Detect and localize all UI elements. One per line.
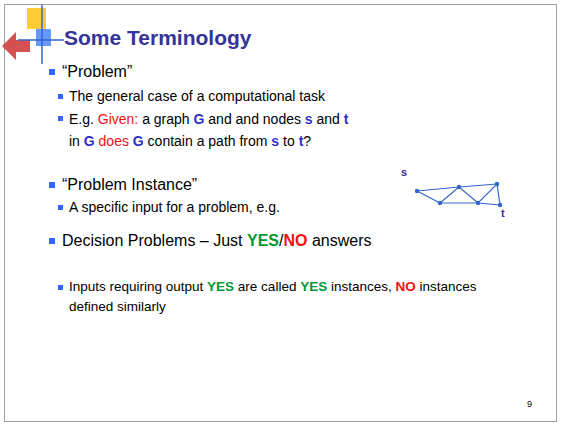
text-run: “Problem” — [62, 63, 132, 80]
text-run: s — [271, 133, 279, 149]
text-run: Given: — [98, 111, 138, 127]
bullet-text: “Problem Instance” — [62, 174, 362, 196]
deco-arrow — [2, 32, 30, 60]
text-run: are called — [234, 279, 300, 294]
graph-vertex — [415, 189, 419, 193]
graph-edge — [417, 184, 497, 191]
text-run: Decision Problems – Just — [62, 232, 247, 249]
text-run: t — [299, 133, 304, 149]
text-run: G — [84, 133, 95, 149]
text-run: 9 — [527, 399, 532, 409]
graph-edge — [440, 203, 500, 205]
text-run — [129, 133, 133, 149]
text-run: s — [305, 111, 313, 127]
graph-vertex — [495, 182, 499, 186]
text-run: instances, — [327, 279, 395, 294]
text-run: A specific input for a problem, e.g. — [69, 199, 280, 215]
graph-vertices — [415, 182, 502, 207]
bullet-marker — [58, 94, 63, 99]
text-run: does — [99, 133, 129, 149]
bullet-marker — [49, 69, 55, 75]
graph-vertex — [498, 203, 502, 207]
bullet-marker — [49, 182, 55, 188]
deco-line — [18, 39, 64, 41]
deco-square — [36, 29, 51, 46]
text-run: YES — [300, 279, 327, 294]
bullet-marker — [49, 238, 55, 244]
text-run: G — [133, 133, 144, 149]
text-run: in — [69, 133, 84, 149]
text-run: E.g. — [69, 111, 98, 127]
bullet-marker — [58, 116, 63, 121]
deco-square — [27, 8, 46, 29]
text-run: The general case of a computational task — [69, 88, 325, 104]
graph-vertex — [438, 201, 442, 205]
text-run: and and nodes — [204, 111, 304, 127]
graph-edge — [417, 184, 500, 205]
bullet-text: Inputs requiring output YES are called Y… — [69, 277, 497, 317]
text-run: “Problem Instance” — [62, 176, 197, 193]
text-run: ? — [303, 133, 311, 149]
text-run: YES — [207, 279, 234, 294]
bullet-text: Decision Problems – Just YES/NO answers — [62, 229, 504, 252]
slide-title: Some Terminology — [64, 25, 251, 51]
text-run: s — [401, 166, 407, 178]
text-run: answers — [307, 232, 371, 249]
text-run: a graph — [138, 111, 193, 127]
graph-illustration — [417, 184, 500, 205]
slide-frame — [5, 5, 557, 422]
text-run: contain a path from — [144, 133, 272, 149]
text-run: NO — [395, 279, 415, 294]
vertex-label: s — [401, 166, 407, 179]
text-run: to — [279, 133, 298, 149]
bullet-marker — [58, 285, 63, 290]
bullet-text: “Problem” — [62, 61, 362, 83]
bullet-marker — [58, 205, 63, 210]
text-run: YES — [247, 232, 279, 249]
text-run: / — [279, 232, 283, 249]
bullet-text: The general case of a computational task — [69, 86, 369, 107]
text-run — [95, 133, 99, 149]
text-run: Inputs requiring output — [69, 279, 207, 294]
bullet-text: E.g. Given: a graph G and and nodes s an… — [69, 108, 361, 152]
text-run: t — [344, 111, 349, 127]
graph-vertex — [457, 185, 461, 189]
text-run: G — [194, 111, 205, 127]
slide-number: 9 — [527, 399, 532, 410]
vertex-label: t — [501, 207, 505, 220]
bullet-text: A specific input for a problem, e.g. — [69, 197, 369, 218]
text-run: and — [313, 111, 344, 127]
text-run: t — [501, 207, 505, 219]
text-run: NO — [283, 232, 307, 249]
deco-line — [41, 5, 43, 64]
graph-vertex — [476, 201, 480, 205]
